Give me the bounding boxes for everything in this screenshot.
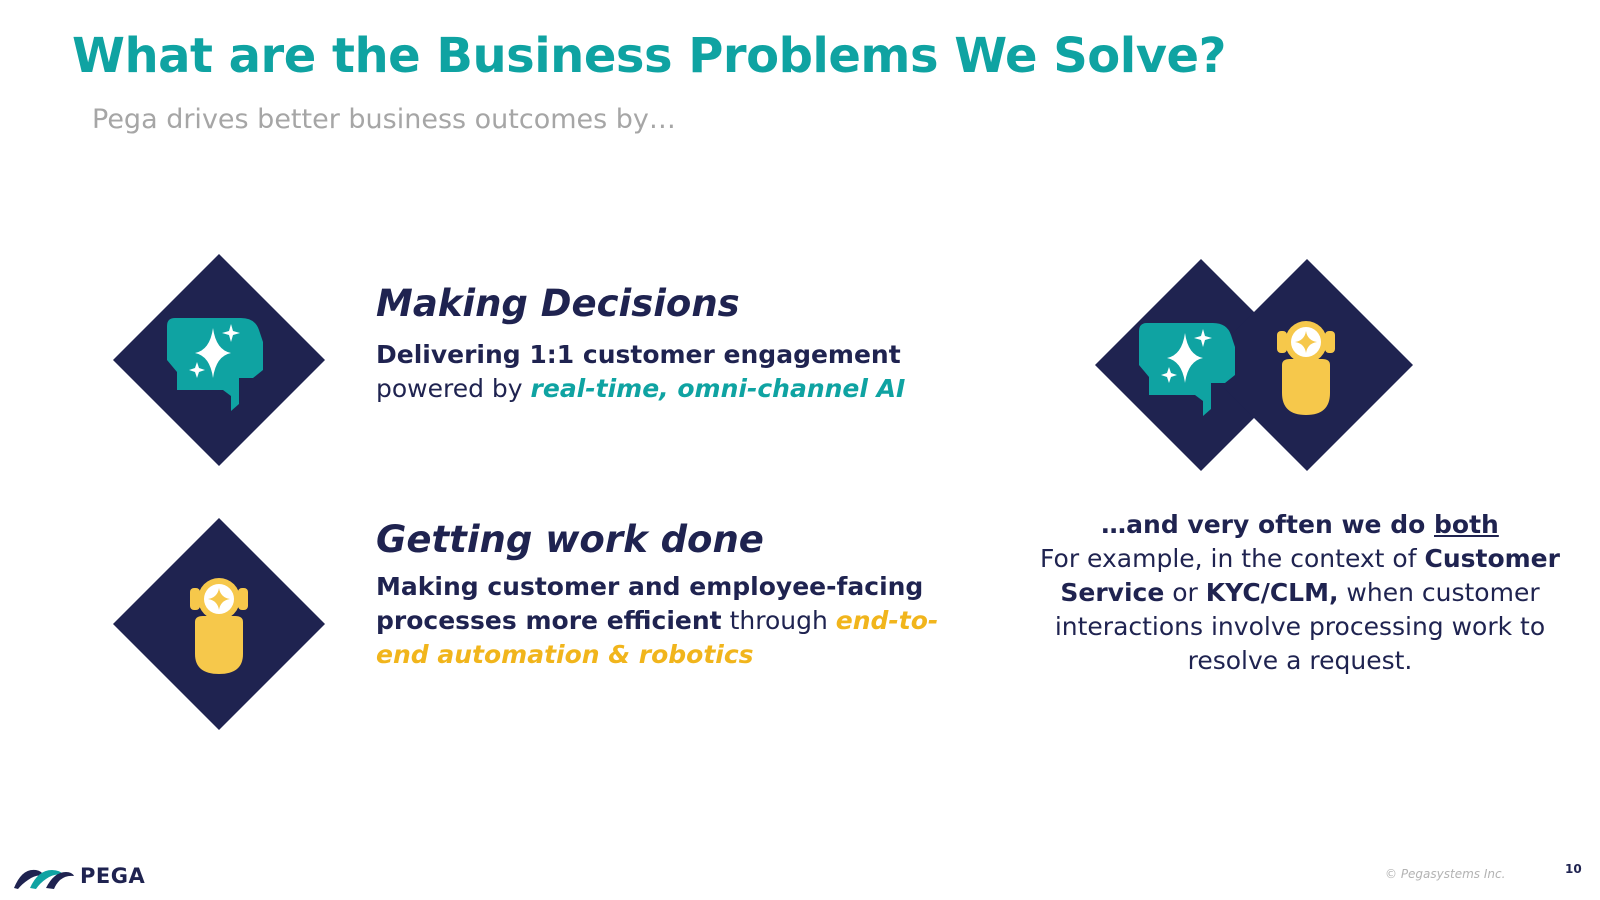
getting-work-done-text: Making customer and employee-facing proc…: [376, 570, 956, 672]
both-explanation-block: …and very often we do both For example, …: [1010, 508, 1590, 678]
work-emphasis-text: end-to-end automation & robotics: [376, 606, 939, 669]
getting-work-done-heading: Getting work done: [376, 518, 764, 561]
both-lead-line: …and very often we do both: [1010, 508, 1590, 542]
decisions-bold-text: Delivering 1:1 customer engagement: [376, 340, 901, 369]
robot-worker-icon: [113, 518, 325, 730]
pega-logo: PEGA: [12, 862, 145, 890]
both-example-p3: when customer interactions involve proce…: [1054, 578, 1546, 675]
decisions-prefix-text: powered by: [376, 374, 531, 403]
making-decisions-text: Delivering 1:1 customer engagement powere…: [376, 338, 956, 406]
slide-subtitle: Pega drives better business outcomes by…: [92, 104, 676, 135]
brain-and-robot-icon: [1095, 259, 1413, 471]
both-example-b1: Customer Service: [1060, 544, 1560, 607]
both-example-p2: or: [1164, 578, 1206, 607]
pega-logo-text: PEGA: [80, 864, 146, 888]
work-middle-text: through: [721, 606, 836, 635]
work-bold-text: Making customer and employee-facing proc…: [376, 572, 924, 635]
both-underlined-text: both: [1434, 510, 1499, 539]
making-decisions-heading: Making Decisions: [376, 282, 740, 325]
slide-title: What are the Business Problems We Solve?: [72, 28, 1226, 84]
both-example-b2: KYC/CLM,: [1205, 578, 1339, 607]
making-decisions-block: Making Decisions Delivering 1:1 customer…: [376, 282, 956, 406]
both-example-text: For example, in the context of Customer …: [1040, 544, 1560, 675]
pega-logo-icon: [14, 869, 74, 889]
both-lead-text: …and very often we do: [1101, 510, 1434, 539]
both-example-p1: For example, in the context of: [1040, 544, 1425, 573]
decisions-emphasis-text: real-time, omni-channel AI: [530, 374, 906, 403]
getting-work-done-block: Getting work done Making customer and em…: [376, 518, 956, 672]
ai-brain-sparkle-icon: [113, 254, 325, 466]
copyright-notice: © Pegasystems Inc.: [1385, 867, 1506, 881]
page-number: 10: [1565, 862, 1582, 876]
